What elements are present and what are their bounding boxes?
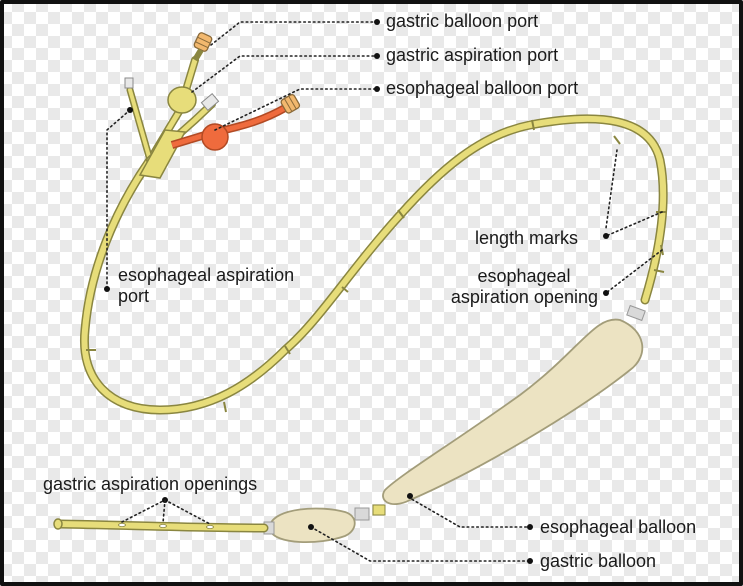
label-esophageal-balloon: esophageal balloon (540, 517, 697, 537)
main-tube (79, 114, 668, 415)
label-esophageal-aspiration-opening-line2: aspiration opening (450, 287, 598, 307)
label-esophageal-balloon-port: esophageal balloon port (386, 78, 579, 98)
label-esophageal-aspiration-port-line2: port (118, 286, 150, 306)
label-gastric-aspiration-port: gastric aspiration port (386, 45, 559, 65)
label-esophageal-aspiration-port: esophageal aspiration port (118, 265, 294, 307)
label-gastric-balloon: gastric balloon (540, 551, 657, 571)
label-gastric-aspiration-openings: gastric aspiration openings (43, 474, 258, 494)
label-esophageal-aspiration-opening-line1: esophageal (477, 266, 571, 286)
label-esophageal-aspiration-opening: esophageal aspiration opening (430, 266, 598, 308)
label-esophageal-aspiration-port-line1: esophageal aspiration (118, 265, 295, 285)
esophageal-balloon-shape (382, 318, 644, 505)
tube-hub (124, 32, 301, 179)
label-length-marks: length marks (475, 228, 579, 248)
label-gastric-balloon-port: gastric balloon port (386, 11, 539, 31)
leader-lines (104, 19, 663, 564)
distal-section (53, 304, 646, 543)
